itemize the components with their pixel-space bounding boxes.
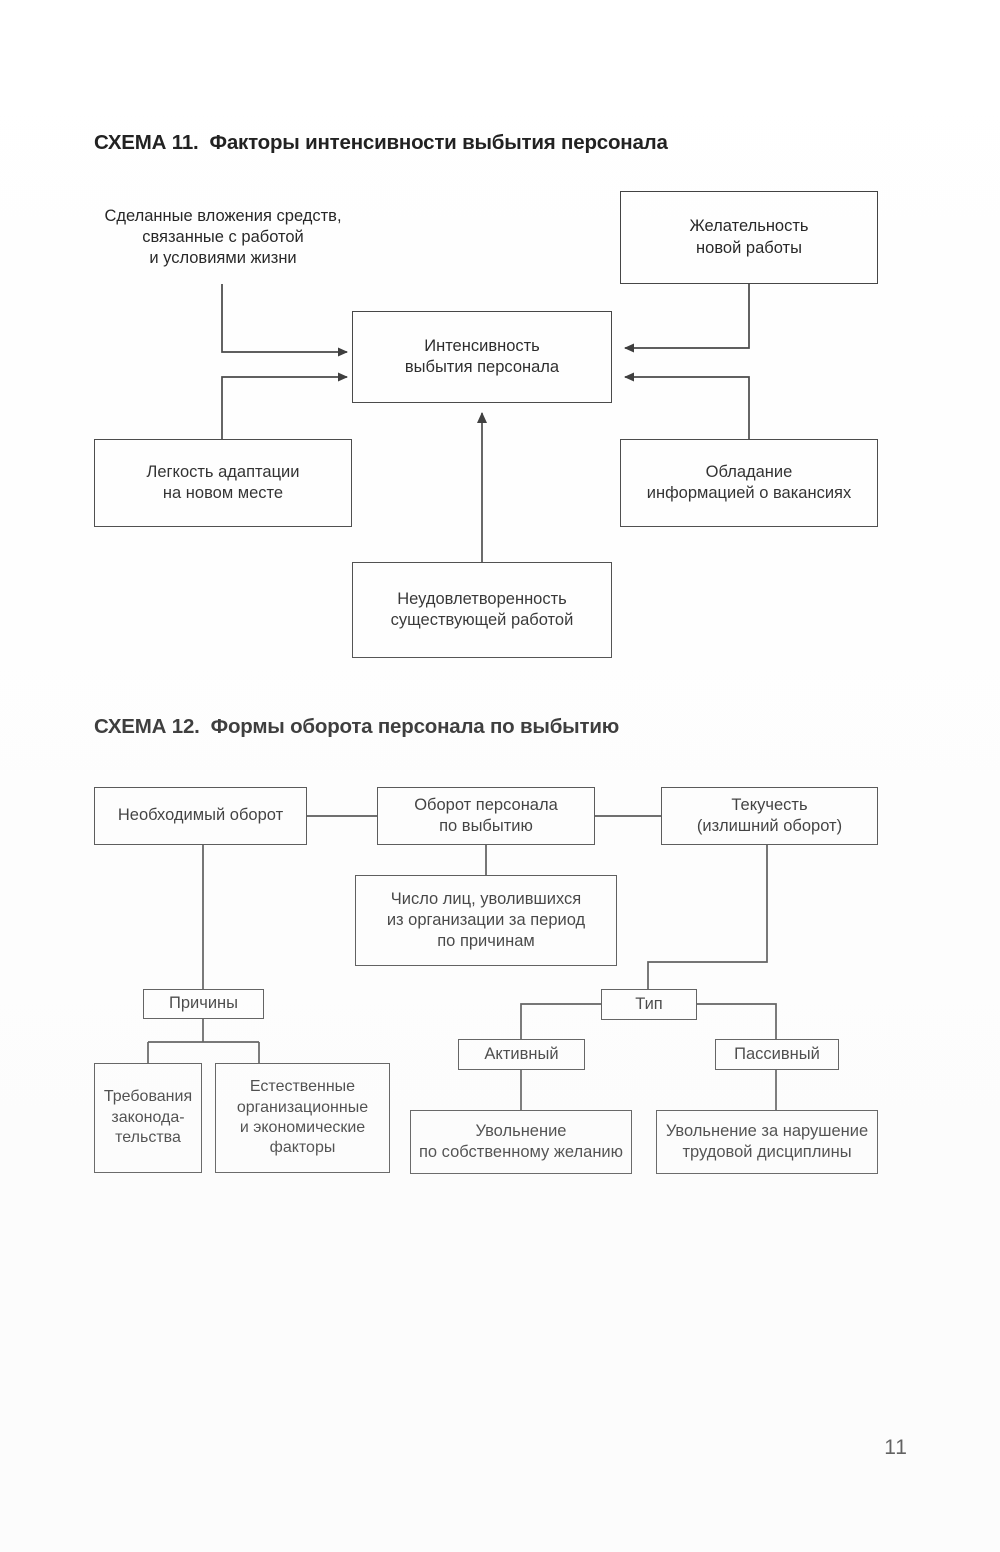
node-fluidity-line-1: Текучесть — [731, 795, 808, 814]
scheme-12-heading: СХЕМА 12. Формы оборота персонала по выбы… — [94, 715, 619, 739]
node-adaptation-line-2: на новом месте — [162, 484, 284, 502]
node-natural-factors-line-1: Естественные — [249, 1078, 356, 1096]
node-dissatisfaction-line-2: существующей работой — [390, 611, 574, 629]
node-required-turnover[interactable]: Необходимый оборот — [94, 787, 307, 845]
node-number-of-persons-line-2: из организации за период — [386, 910, 586, 929]
node-number-of-persons[interactable]: Число лиц, уволившихся из организации за… — [355, 875, 617, 966]
node-type-line-1: Тип — [635, 994, 663, 1013]
node-staff-turnover-line-1: Оборот персонала — [414, 795, 558, 814]
diagram-scheme-12: Необходимый оборот Оборот персонала по в… — [94, 787, 878, 1174]
node-passive[interactable]: Пассивный — [715, 1039, 839, 1070]
node-reasons[interactable]: Причины — [143, 989, 264, 1019]
node-desirability-line-2: новой работы — [696, 238, 802, 257]
scheme-11-label: СХЕМА 11. — [94, 131, 199, 154]
node-natural-factors[interactable]: Естественные организационные и экономиче… — [215, 1063, 390, 1173]
scheme-11-heading: СХЕМА 11. Факторы интенсивности выбытия п… — [94, 131, 668, 155]
node-legal-requirements[interactable]: Требования законода- тельства — [94, 1063, 202, 1173]
node-staff-turnover[interactable]: Оборот персонала по выбытию — [377, 787, 595, 845]
node-legal-requirements-line-3: тельства — [115, 1129, 181, 1147]
node-fluidity[interactable]: Текучесть (излишний оборот) — [661, 787, 878, 845]
scheme-12-title: Формы оборота персонала по выбытию — [210, 715, 620, 738]
node-discipline-dismissal-line-1: Увольнение за нарушение — [665, 1121, 869, 1140]
node-vacancy-information[interactable]: Обладание информацией о вакансиях — [620, 439, 878, 527]
node-type[interactable]: Тип — [601, 989, 697, 1020]
node-voluntary-dismissal[interactable]: Увольнение по собственному желанию — [410, 1110, 632, 1174]
scheme-12-label: СХЕМА 12. — [94, 715, 200, 738]
node-number-of-persons-line-1: Число лиц, уволившихся — [390, 889, 582, 908]
node-discipline-dismissal-line-2: трудовой дисциплины — [682, 1143, 852, 1161]
node-natural-factors-line-2: организационные — [236, 1098, 369, 1116]
node-dissatisfaction[interactable]: Неудовлетворенность существующей работой — [352, 562, 612, 658]
node-required-turnover-line-1: Необходимый оборот — [117, 806, 284, 825]
node-legal-requirements-line-2: законода- — [111, 1108, 185, 1126]
node-intensity-line-2: выбытия персонала — [404, 358, 560, 376]
node-voluntary-dismissal-line-1: Увольнение — [475, 1121, 567, 1140]
node-fluidity-line-2: (излишний оборот) — [696, 817, 843, 835]
scheme-12-connectors — [147, 815, 777, 1110]
scheme-11-title: Факторы интенсивности выбытия персонала — [209, 131, 668, 154]
node-intensity-line-1: Интенсивность — [424, 336, 540, 355]
node-passive-line-1: Пассивный — [734, 1044, 820, 1063]
node-vacancy-information-line-1: Обладание — [705, 462, 793, 481]
node-intensity-center[interactable]: Интенсивность выбытия персонала — [352, 311, 612, 403]
node-active[interactable]: Активный — [458, 1039, 585, 1070]
node-investments[interactable] — [94, 191, 352, 284]
scheme-11-connectors — [221, 284, 750, 562]
node-natural-factors-line-4: факторы — [269, 1139, 336, 1157]
node-desirability-line-1: Желательность — [689, 217, 809, 236]
node-legal-requirements-line-1: Требования — [103, 1088, 193, 1106]
node-voluntary-dismissal-line-2: по собственному желанию — [418, 1143, 624, 1161]
node-staff-turnover-line-2: по выбытию — [439, 817, 533, 835]
node-adaptation[interactable]: Легкость адаптации на новом месте — [94, 439, 352, 527]
node-active-line-1: Активный — [484, 1044, 559, 1063]
node-desirability[interactable]: Желательность новой работы — [620, 191, 878, 284]
node-adaptation-line-1: Легкость адаптации — [146, 462, 300, 481]
page-number: 11 — [884, 1436, 908, 1459]
node-number-of-persons-line-3: по причинам — [437, 932, 535, 951]
node-vacancy-information-line-2: информацией о вакансиях — [646, 484, 852, 502]
node-natural-factors-line-3: и экономические — [239, 1119, 366, 1136]
node-dissatisfaction-line-1: Неудовлетворенность — [397, 589, 567, 608]
node-discipline-dismissal[interactable]: Увольнение за нарушение трудовой дисципл… — [656, 1110, 878, 1174]
node-reasons-line-1: Причины — [168, 994, 239, 1013]
